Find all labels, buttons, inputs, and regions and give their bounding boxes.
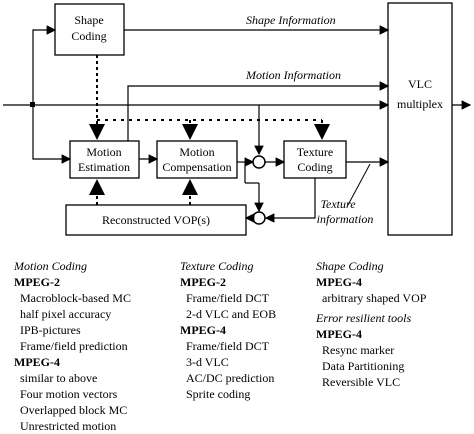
input-to-estimation-arrow	[32, 105, 72, 164]
list-item: half pixel accuracy	[20, 307, 112, 321]
list-item: arbitrary shaped VOP	[322, 291, 427, 305]
motion-info-arrow	[127, 81, 390, 141]
adder-node	[252, 211, 266, 225]
list-item: similar to above	[20, 371, 98, 385]
list-item: Reversible VLC	[322, 375, 401, 389]
input-to-shape-arrow	[32, 25, 57, 105]
vlc-label-1: VLC	[408, 77, 432, 91]
motion-compensation-block	[156, 140, 238, 179]
texture-coding-label-2: Coding	[297, 160, 332, 174]
motion-compensation-label-2: Compensation	[162, 160, 231, 174]
shape-coding-label-1: Shape	[74, 13, 103, 27]
shape-coding-label-2: Coding	[71, 29, 106, 43]
texture-coding-block	[283, 140, 347, 179]
list-item: Frame/field DCT	[186, 291, 269, 305]
texture-coding-mpeg4-label: MPEG-4	[180, 323, 226, 337]
motion-coding-heading: Motion Coding	[14, 259, 88, 273]
list-item: Sprite coding	[186, 387, 251, 401]
vlc-label-2: multiplex	[397, 97, 443, 111]
motion-estimation-label-1: Motion	[86, 145, 121, 159]
motion-information-label: Motion Information	[245, 68, 341, 82]
list-item: Overlapped block MC	[20, 403, 128, 417]
list-item: Four motion vectors	[20, 387, 118, 401]
subtractor-node	[252, 155, 266, 169]
list-item: Frame/field prediction	[20, 339, 128, 353]
list-item: Data Partitioning	[322, 359, 405, 373]
list-item: 2-d VLC and EOB	[186, 307, 277, 321]
list-item: AC/DC prediction	[186, 371, 275, 385]
motion-estimation-block	[69, 140, 140, 179]
motion-estimation-label-2: Estimation	[78, 160, 130, 174]
motion-coding-column: Motion Coding MPEG-2 Macroblock-based MC…	[14, 258, 164, 434]
encoder-block-diagram: Shape Coding Motion Estimation Motion Co…	[3, 2, 472, 236]
reconstructed-vop-block	[65, 204, 247, 236]
shape-information-label: Shape Information	[246, 13, 336, 27]
texture-feedback-arrow	[264, 178, 316, 223]
list-item: IPB-pictures	[20, 323, 81, 337]
texture-coding-heading: Texture Coding	[180, 259, 254, 273]
texture-information-label-2: information	[317, 212, 374, 226]
texture-information-label-1: Texture	[320, 197, 356, 211]
shape-coding-heading: Shape Coding	[316, 259, 384, 273]
texture-info-pointer	[347, 163, 371, 206]
shape-and-error-column: Shape Coding MPEG-4 arbitrary shaped VOP…	[316, 258, 471, 390]
list-item: Unrestricted motion	[20, 419, 117, 433]
reconstructed-vop-label: Reconstructed VOP(s)	[102, 213, 210, 227]
shape-coding-block	[54, 3, 125, 56]
list-item: Macroblock-based MC	[20, 291, 131, 305]
list-item: Resync marker	[322, 343, 395, 357]
texture-coding-mpeg2-label: MPEG-2	[180, 275, 226, 289]
error-resilient-heading: Error resilient tools	[316, 311, 412, 325]
motion-compensation-label-1: Motion	[179, 145, 214, 159]
motion-coding-mpeg2-label: MPEG-2	[14, 275, 60, 289]
error-resilient-mpeg4-label: MPEG-4	[316, 327, 362, 341]
shape-coding-mpeg4-label: MPEG-4	[316, 275, 362, 289]
list-item: 3-d VLC	[186, 355, 229, 369]
vlc-multiplex-block	[387, 2, 453, 236]
motion-coding-mpeg4-label: MPEG-4	[14, 355, 60, 369]
texture-coding-column: Texture Coding MPEG-2 Frame/field DCT 2-…	[180, 258, 310, 402]
list-item: Frame/field DCT	[186, 339, 269, 353]
texture-coding-label-1: Texture	[297, 145, 333, 159]
